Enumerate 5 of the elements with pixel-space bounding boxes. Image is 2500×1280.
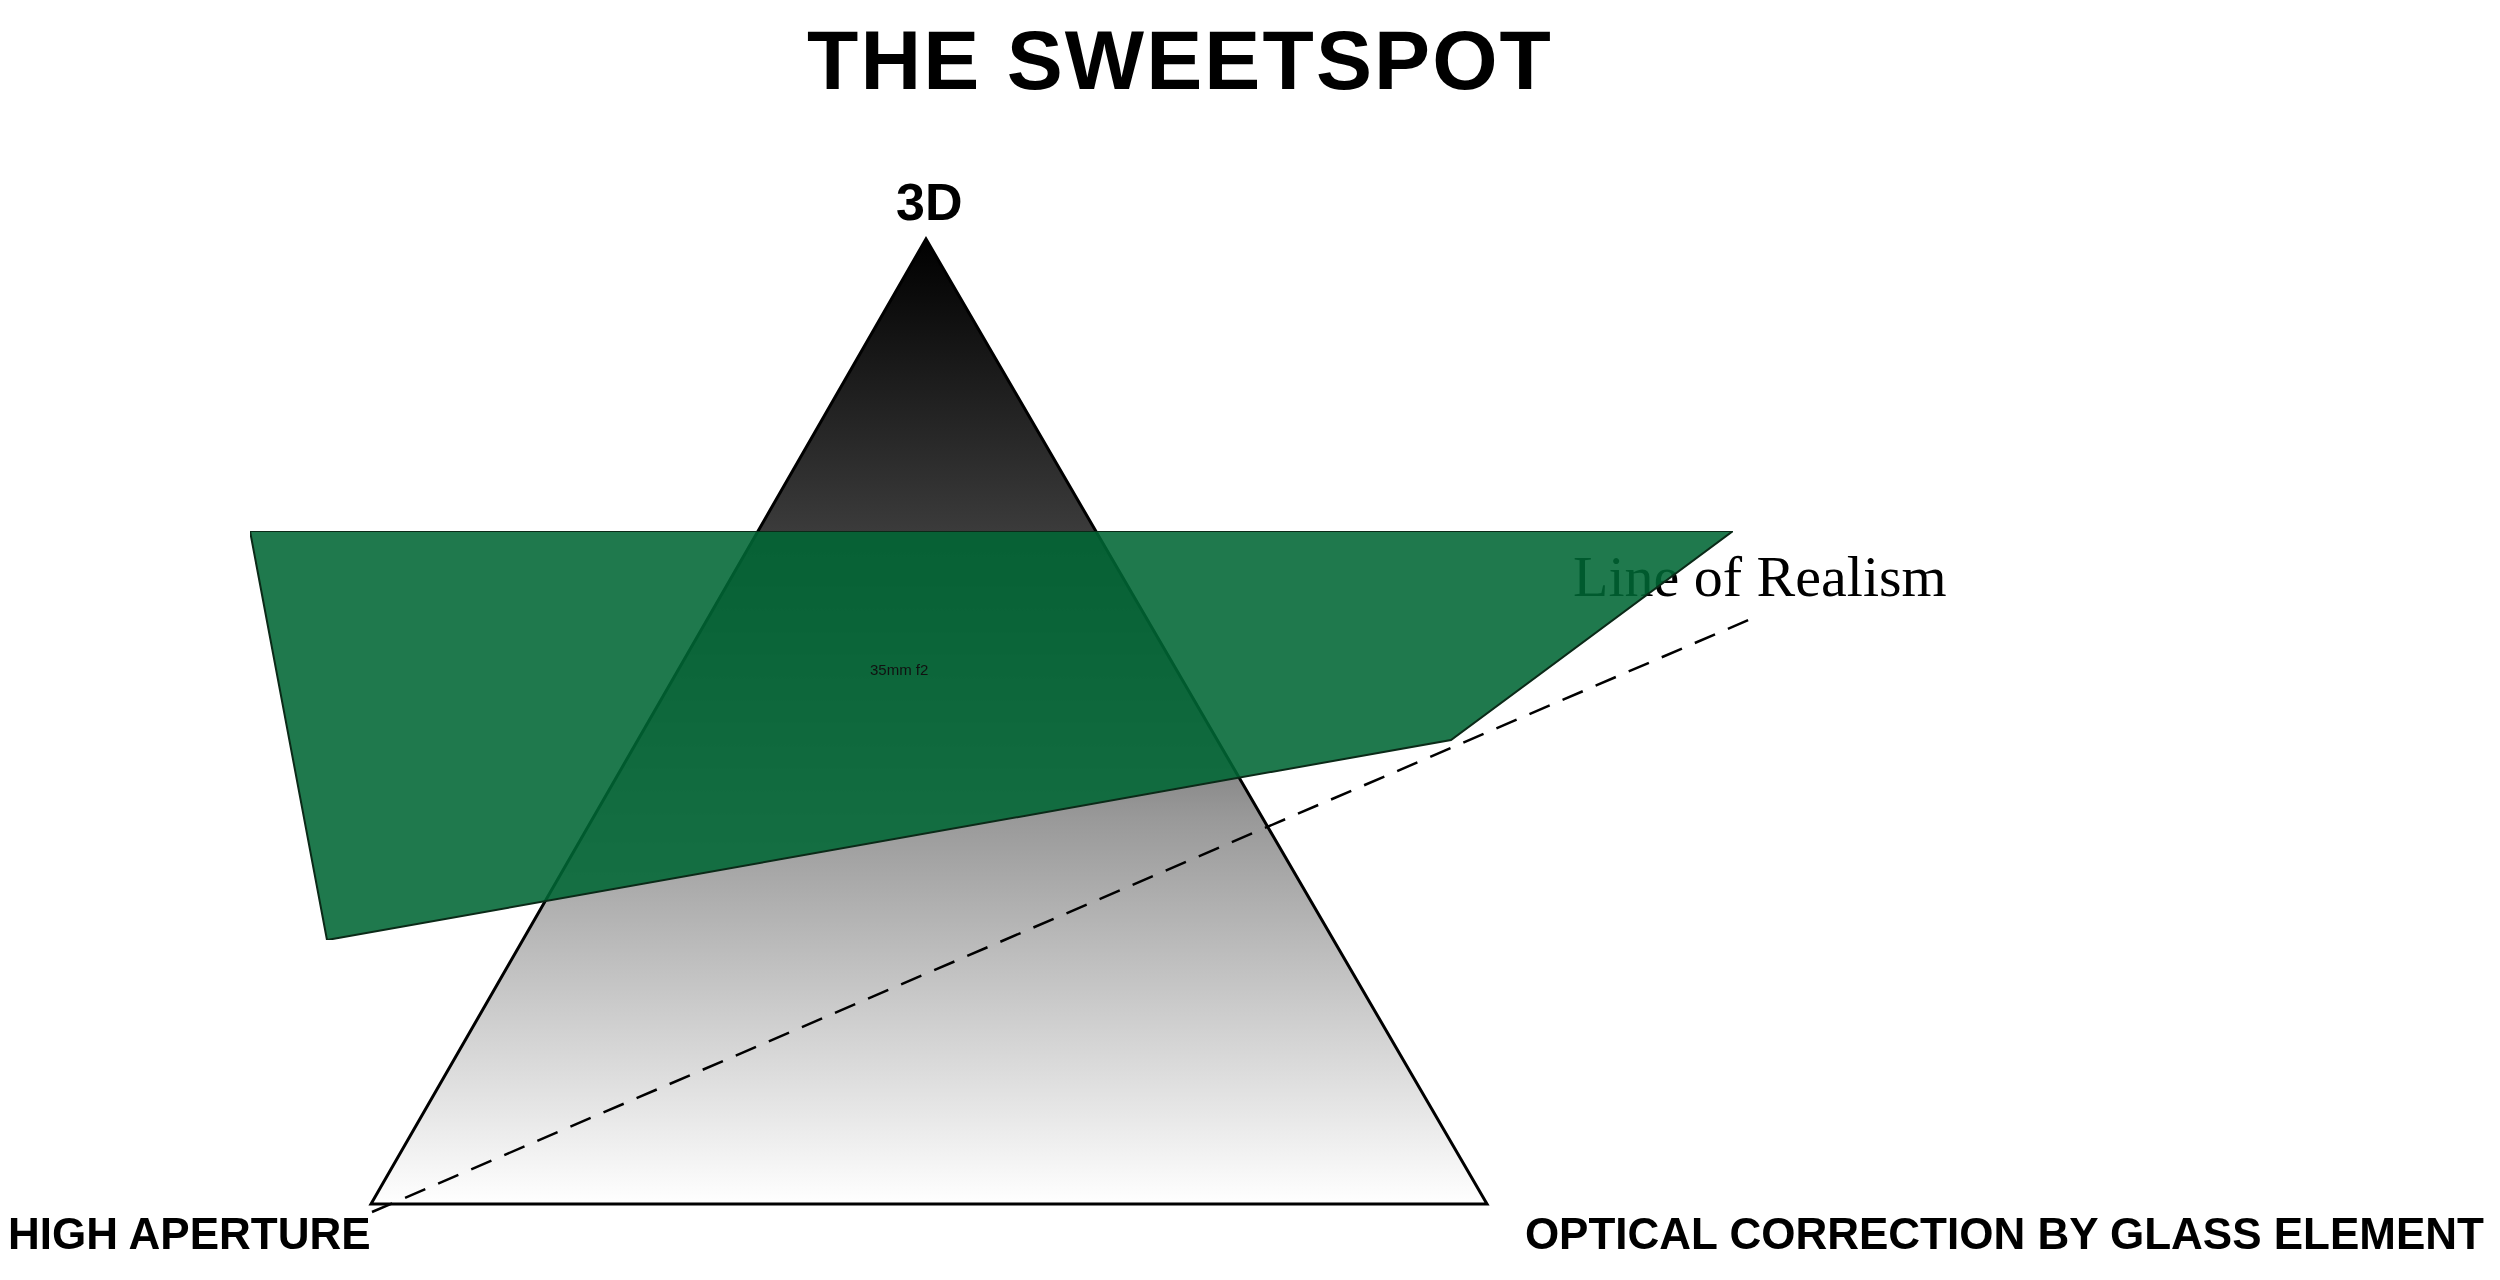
lens-label: 35mm f2 [870,660,929,680]
corner-label: OPTICAL CORRECTION BY GLASS ELEMENT [1524,1212,2484,1256]
corner-label: HIGH APERTURE [8,1212,371,1256]
corner-label: 3D [896,176,963,228]
title: THE SWEETSPOT [806,18,1554,102]
